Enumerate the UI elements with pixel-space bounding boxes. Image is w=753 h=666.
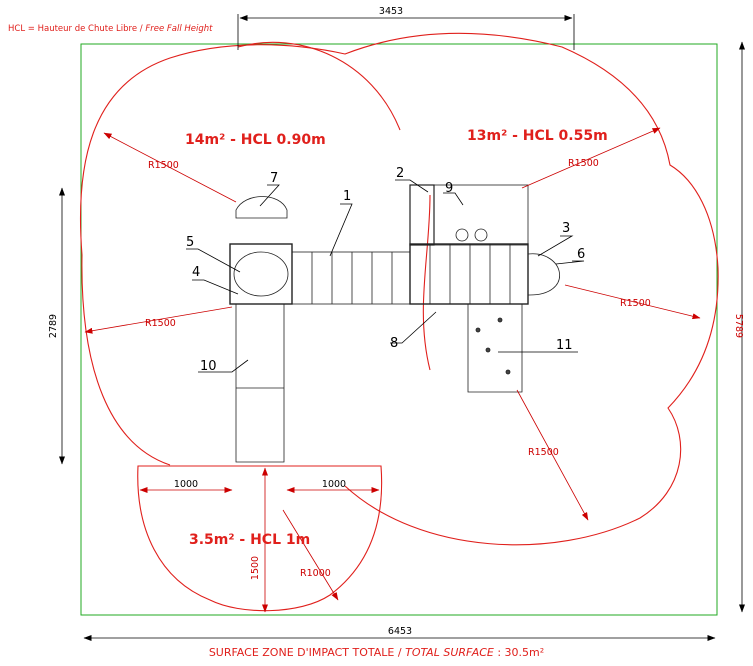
radius-label-top-left: R1500 <box>148 160 179 171</box>
part-number-2: 2 <box>396 166 404 181</box>
slide-10 <box>235 303 285 463</box>
equipment <box>229 184 560 463</box>
radius-lines <box>84 127 701 613</box>
radius-label-top-right: R1500 <box>568 158 599 169</box>
zone-label-left: 14m² - HCL 0.90m <box>185 132 326 148</box>
part-number-8: 8 <box>390 336 398 351</box>
dimension-lines <box>59 14 745 641</box>
legend: HCL = Hauteur de Chute Libre / Free Fall… <box>8 24 213 34</box>
part-number-9: 9 <box>445 181 453 196</box>
tower-left <box>229 243 293 305</box>
site-frame <box>80 43 718 616</box>
part-number-6: 6 <box>577 247 585 262</box>
total-french: SURFACE ZONE D'IMPACT TOTALE <box>208 646 395 659</box>
total-value: : 30.5m² <box>497 646 545 659</box>
dim-offset-left: 1000 <box>174 479 198 490</box>
part-number-7: 7 <box>270 171 278 186</box>
total-sep: / <box>397 646 402 659</box>
dim-bottom: 6453 <box>388 626 412 637</box>
part-number-10: 10 <box>200 359 217 374</box>
part-number-11: 11 <box>556 338 573 353</box>
impact-zone-boundary <box>79 32 719 612</box>
dim-top: 3453 <box>379 6 403 17</box>
periscope-right <box>474 228 488 242</box>
slide-11 <box>467 303 523 393</box>
part-number-1: 1 <box>343 189 351 204</box>
total-english: TOTAL SURFACE <box>405 646 494 659</box>
total-surface: SURFACE ZONE D'IMPACT TOTALE / TOTAL SUR… <box>0 646 753 659</box>
radius-label-left-lower: R1500 <box>145 318 176 329</box>
dim-right: 5789 <box>733 314 744 338</box>
radius-label-right: R1500 <box>620 298 651 309</box>
legend-abbr: HCL = Hauteur de Chute Libre <box>8 24 138 34</box>
zone-label-front: 3.5m² - HCL 1m <box>189 532 310 548</box>
climbing-net <box>527 253 560 296</box>
part-leaders <box>186 179 585 373</box>
part-number-4: 4 <box>192 265 200 280</box>
dim-left: 2789 <box>48 314 59 338</box>
side-panel-2 <box>409 184 435 246</box>
radius-label-bottom-right: R1500 <box>528 447 559 458</box>
legend-sep: / <box>139 24 143 34</box>
tower-left-deck <box>233 251 289 297</box>
part-number-3: 3 <box>562 221 570 236</box>
dim-offset-right: 1000 <box>322 479 346 490</box>
periscope-left <box>455 228 469 242</box>
zone-label-right: 13m² - HCL 0.55m <box>467 128 608 144</box>
legend-english: Free Fall Height <box>145 24 213 34</box>
part-number-5: 5 <box>186 235 194 250</box>
bench-7 <box>235 196 288 219</box>
radius-label-front: R1000 <box>300 568 331 579</box>
dim-front-depth: 1500 <box>250 556 261 580</box>
